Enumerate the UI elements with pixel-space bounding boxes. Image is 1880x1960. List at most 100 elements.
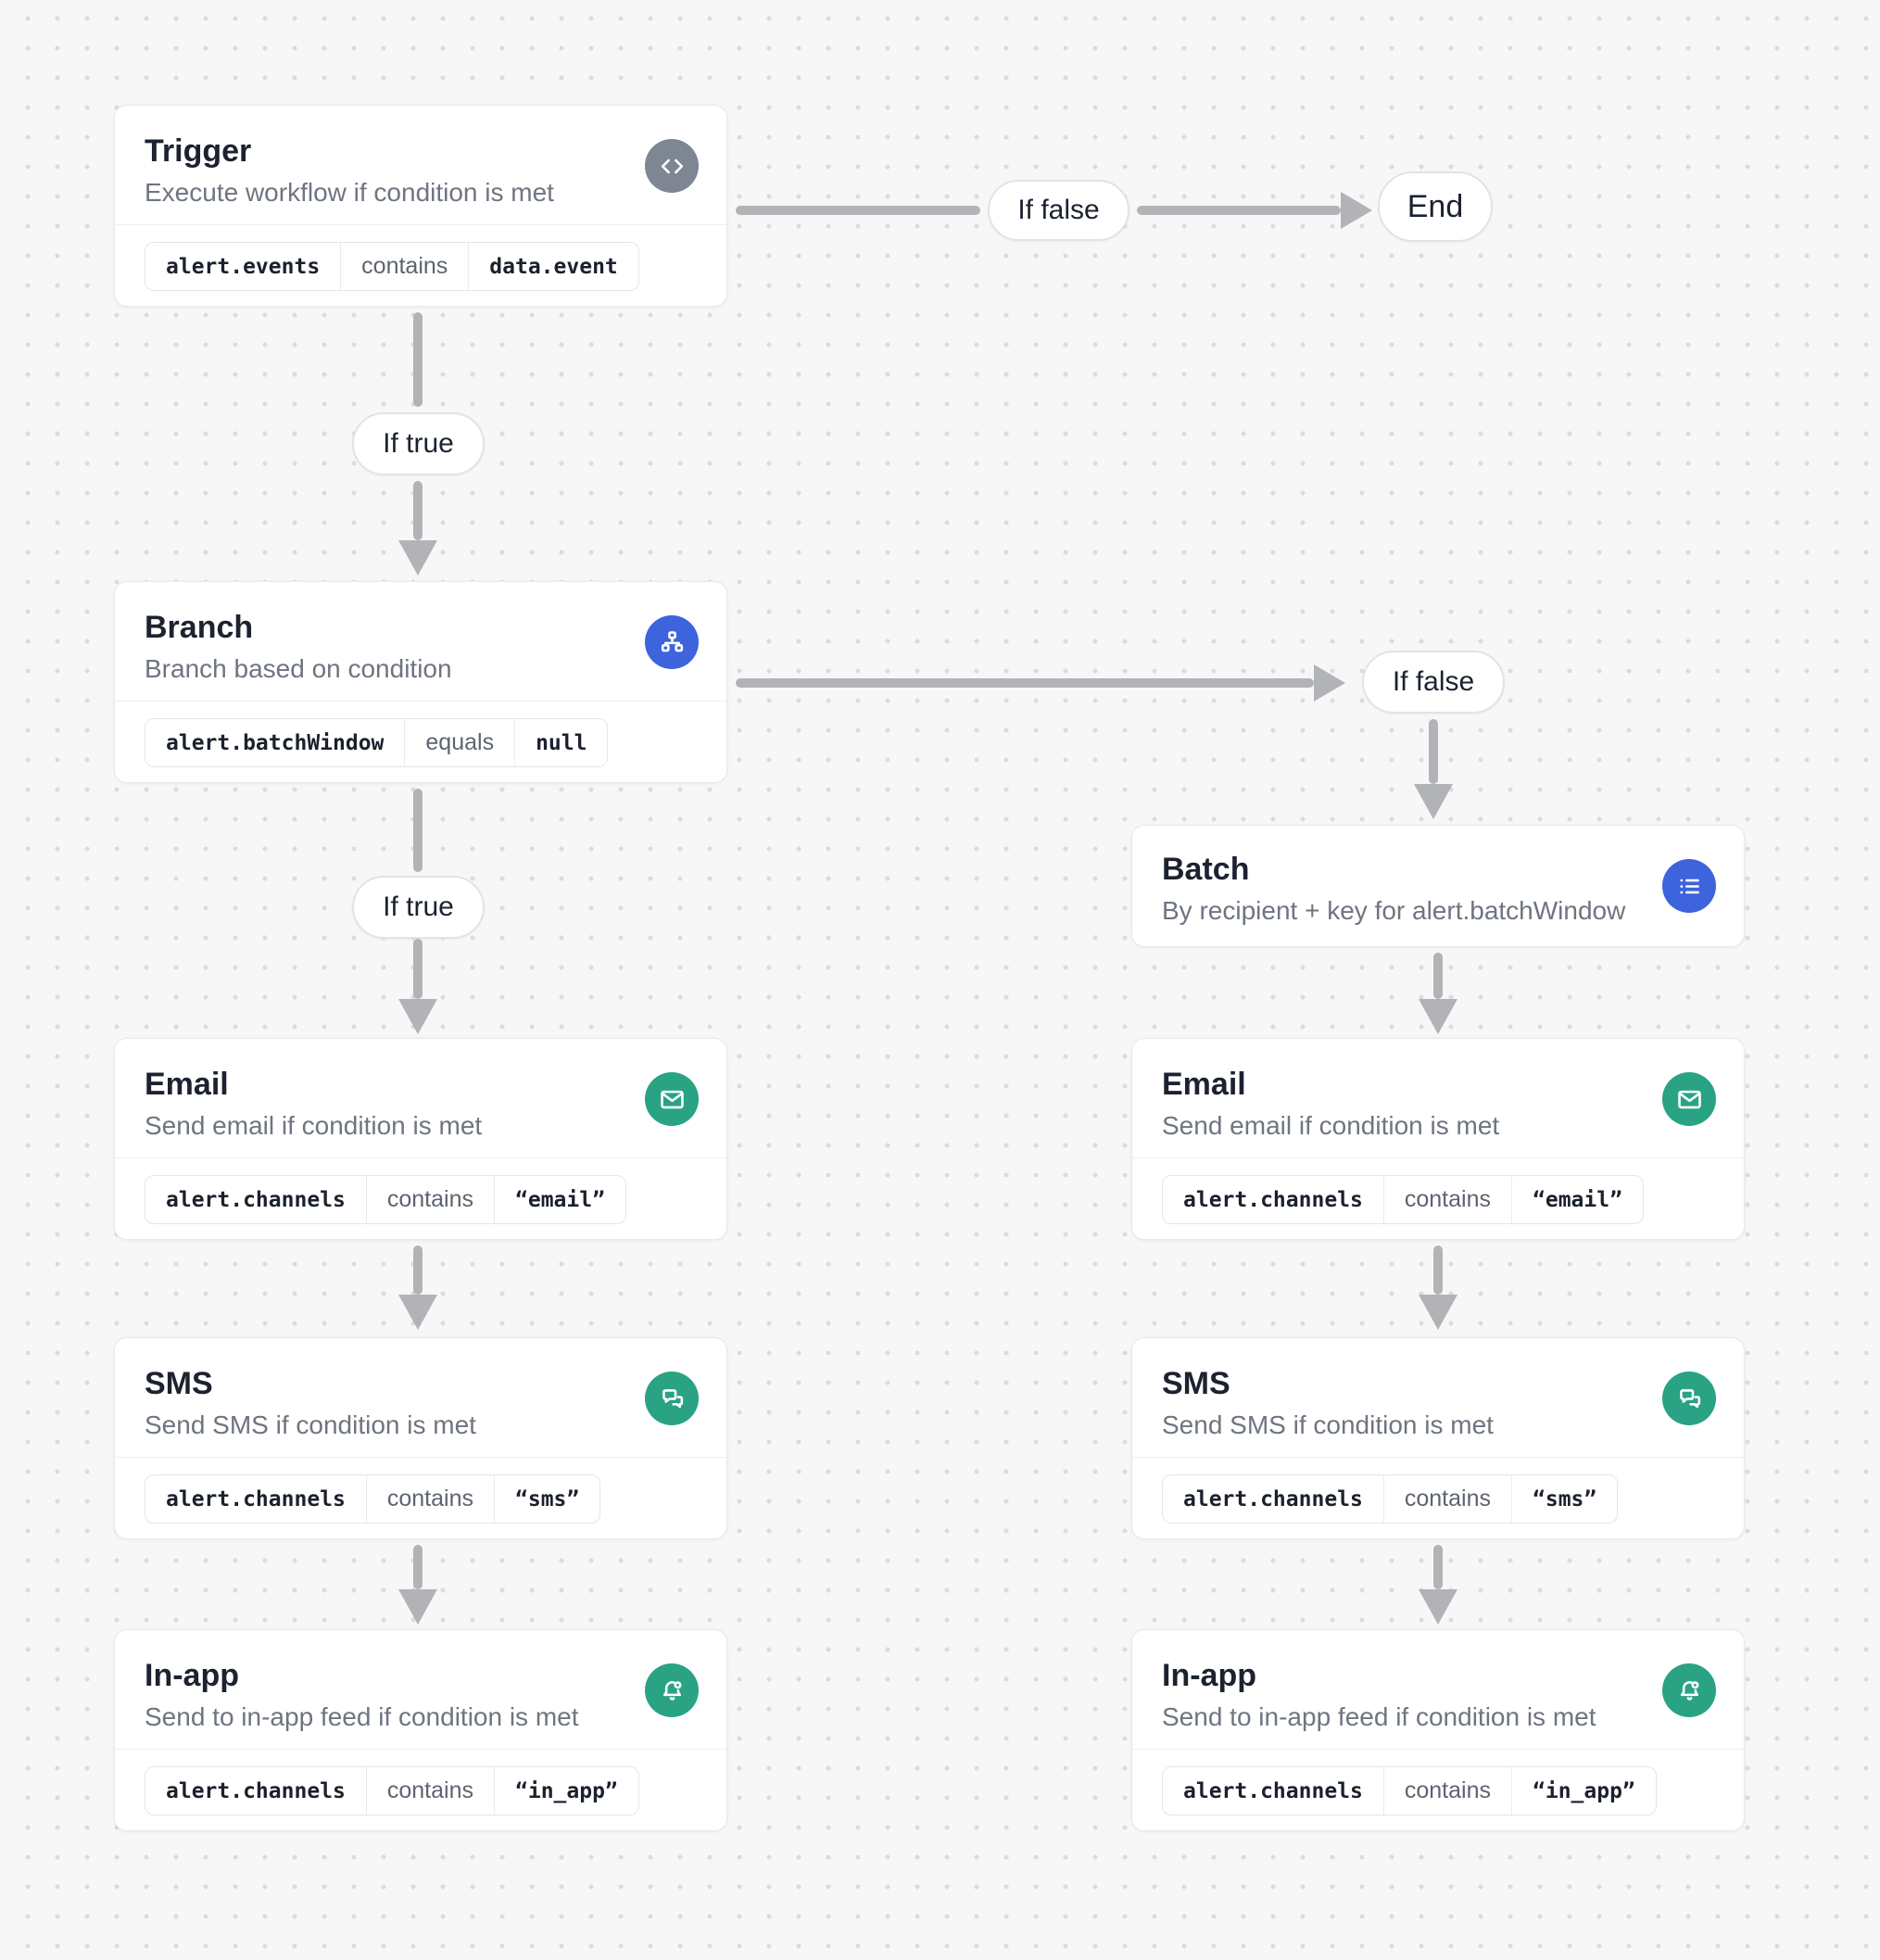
- divider: [1132, 1157, 1744, 1158]
- connector-iffalse-end: [1137, 206, 1341, 215]
- condition-value: “sms”: [494, 1475, 599, 1523]
- arrowhead-down-icon: [1419, 1295, 1457, 1330]
- node-header: In-app Send to in-app feed if condition …: [1132, 1630, 1744, 1749]
- node-title: SMS: [1162, 1366, 1230, 1401]
- node-title: SMS: [145, 1366, 213, 1401]
- condition-value: data.event: [468, 243, 637, 290]
- connector-batch-email: [1433, 953, 1443, 999]
- condition-chip: alert.channels contains “sms”: [1162, 1474, 1619, 1524]
- connector-email-sms-right: [1433, 1246, 1443, 1295]
- connector-trigger-iffalse: [736, 206, 980, 215]
- condition-operator: contains: [1382, 1475, 1511, 1523]
- condition-chip: alert.channels contains “email”: [145, 1175, 626, 1224]
- node-title: Branch: [145, 610, 254, 645]
- edge-label-text: If true: [383, 428, 454, 459]
- node-trigger[interactable]: Trigger Execute workflow if condition is…: [114, 105, 727, 307]
- node-header: Batch By recipient + key for alert.batch…: [1132, 826, 1744, 948]
- arrowhead-down-icon: [398, 1295, 437, 1330]
- arrowhead-down-icon: [1414, 784, 1453, 819]
- condition-field: alert.channels: [1183, 1486, 1363, 1511]
- code-icon: [645, 139, 699, 193]
- edge-label-text: If false: [1017, 195, 1100, 225]
- arrowhead-down-icon: [398, 999, 437, 1034]
- arrowhead-down-icon: [398, 1589, 437, 1625]
- node-title: Email: [145, 1067, 229, 1102]
- condition-field: alert.channels: [1183, 1778, 1363, 1803]
- node-header: SMS Send SMS if condition is met: [115, 1338, 726, 1457]
- condition-field: alert.channels: [166, 1187, 346, 1212]
- chat-icon: [1662, 1372, 1716, 1425]
- node-subtitle: By recipient + key for alert.batchWindow: [1162, 896, 1626, 925]
- edge-label-text: If true: [383, 891, 454, 922]
- node-branch[interactable]: Branch Branch based on condition alert.b…: [114, 581, 727, 783]
- node-subtitle: Send email if condition is met: [1162, 1111, 1500, 1140]
- condition-operator: contains: [365, 1767, 494, 1815]
- list-icon: [1662, 859, 1716, 913]
- arrowhead-right-icon: [1341, 192, 1372, 229]
- node-subtitle: Send email if condition is met: [145, 1111, 483, 1140]
- node-inapp-right[interactable]: In-app Send to in-app feed if condition …: [1131, 1629, 1745, 1831]
- node-header: SMS Send SMS if condition is met: [1132, 1338, 1744, 1457]
- connector-branch-iffalse: [736, 678, 1314, 688]
- condition-chip: alert.channels contains “sms”: [145, 1474, 601, 1524]
- node-sms-left[interactable]: SMS Send SMS if condition is met alert.c…: [114, 1337, 727, 1539]
- node-end[interactable]: End: [1378, 171, 1493, 242]
- node-title: Email: [1162, 1067, 1246, 1102]
- condition-chip: alert.batchWindow equals null: [145, 718, 609, 767]
- connector-iffalse-batch: [1429, 719, 1438, 784]
- divider: [115, 224, 726, 225]
- divider: [1132, 1749, 1744, 1750]
- connector-iftrue-email: [413, 939, 423, 999]
- connector-trigger-iftrue: [413, 312, 423, 407]
- condition-operator: contains: [340, 243, 468, 290]
- end-label: End: [1407, 188, 1464, 224]
- condition-field: alert.channels: [166, 1486, 346, 1511]
- arrowhead-right-icon: [1314, 664, 1345, 702]
- connector-email-sms-left: [413, 1246, 423, 1295]
- node-title: Batch: [1162, 852, 1250, 887]
- node-sms-right[interactable]: SMS Send SMS if condition is met alert.c…: [1131, 1337, 1745, 1539]
- edge-label-if-false-branch: If false: [1362, 651, 1505, 714]
- condition-operator: equals: [404, 719, 514, 766]
- branch-icon: [645, 615, 699, 669]
- node-subtitle: Branch based on condition: [145, 654, 452, 683]
- bell-icon: [1662, 1663, 1716, 1717]
- node-header: Trigger Execute workflow if condition is…: [115, 106, 726, 224]
- condition-value: “in_app”: [494, 1767, 638, 1815]
- connector-branch-iftrue: [413, 789, 423, 872]
- condition-value: null: [514, 719, 607, 766]
- condition-chip: alert.channels contains “email”: [1162, 1175, 1644, 1224]
- connector-sms-inapp-right: [1433, 1545, 1443, 1589]
- node-subtitle: Send SMS if condition is met: [145, 1410, 476, 1439]
- condition-field: alert.channels: [166, 1778, 346, 1803]
- envelope-icon: [645, 1072, 699, 1126]
- condition-operator: contains: [1382, 1176, 1511, 1223]
- arrowhead-down-icon: [1419, 1589, 1457, 1625]
- divider: [115, 1457, 726, 1458]
- chat-icon: [645, 1372, 699, 1425]
- condition-chip: alert.channels contains “in_app”: [1162, 1766, 1657, 1815]
- edge-label-if-false-trigger: If false: [988, 180, 1129, 241]
- bell-icon: [645, 1663, 699, 1717]
- node-inapp-left[interactable]: In-app Send to in-app feed if condition …: [114, 1629, 727, 1831]
- node-header: Email Send email if condition is met: [1132, 1039, 1744, 1157]
- node-email-left[interactable]: Email Send email if condition is met ale…: [114, 1038, 727, 1240]
- condition-operator: contains: [365, 1176, 494, 1223]
- node-header: Branch Branch based on condition: [115, 582, 726, 701]
- envelope-icon: [1662, 1072, 1716, 1126]
- condition-operator: contains: [1382, 1767, 1511, 1815]
- node-batch[interactable]: Batch By recipient + key for alert.batch…: [1131, 825, 1745, 947]
- node-title: Trigger: [145, 133, 252, 169]
- node-header: In-app Send to in-app feed if condition …: [115, 1630, 726, 1749]
- edge-label-if-true-trigger: If true: [352, 412, 485, 475]
- connector-sms-inapp-left: [413, 1545, 423, 1589]
- node-subtitle: Send SMS if condition is met: [1162, 1410, 1494, 1439]
- arrowhead-down-icon: [398, 540, 437, 575]
- condition-value: “sms”: [1511, 1475, 1617, 1523]
- node-email-right[interactable]: Email Send email if condition is met ale…: [1131, 1038, 1745, 1240]
- condition-field: alert.events: [166, 254, 321, 279]
- node-subtitle: Send to in-app feed if condition is met: [1162, 1702, 1596, 1731]
- connector-iftrue-branch: [413, 481, 423, 540]
- node-title: In-app: [1162, 1658, 1256, 1693]
